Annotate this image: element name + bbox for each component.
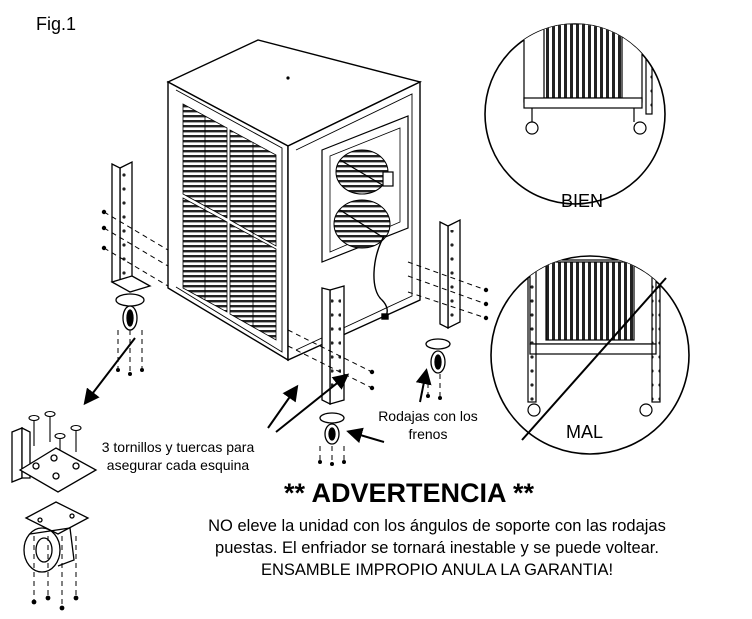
- arrows: [83, 337, 432, 444]
- prohibited-slash: [521, 277, 667, 441]
- warning-line: NO eleve la unidad con los ángulos de so…: [208, 517, 666, 535]
- warning-text: NO eleve la unidad con los ángulos de so…: [130, 515, 744, 581]
- arrow-screws-2: [275, 373, 350, 433]
- brakes-note: Rodajas con los frenos: [378, 408, 478, 442]
- correct-circle-detail: [484, 23, 666, 205]
- correct-label: BIEN: [561, 191, 604, 211]
- screws-note: 3 tornillos y tuercas para asegurar cada…: [101, 439, 255, 473]
- wrong-circle-detail: [490, 255, 690, 455]
- bracket-left: [110, 160, 152, 331]
- arrow-to-exploded-view: [83, 337, 136, 406]
- bracket-front: [319, 285, 345, 445]
- figure-label: Fig.1: [36, 14, 77, 34]
- warning-line: ENSAMBLE IMPROPIO ANULA LA GARANTIA!: [260, 561, 614, 579]
- fan-grille: [321, 115, 409, 263]
- arrow-screws-1: [267, 384, 299, 429]
- warning-line: puestas. El enfriador se tornará inestab…: [215, 539, 659, 557]
- caster-exploded-view: [11, 410, 98, 611]
- wrong-label: MAL: [566, 422, 604, 442]
- exploded-screws: [28, 410, 82, 460]
- warning-title: ** ADVERTENCIA **: [284, 478, 535, 508]
- arrow-brakes-2: [415, 368, 432, 403]
- front-louvers: [182, 103, 277, 341]
- arrow-brakes-1: [346, 427, 385, 444]
- cooler-unit: [166, 39, 423, 362]
- bracket-right: [425, 218, 461, 374]
- screws-nuts: [101, 209, 489, 466]
